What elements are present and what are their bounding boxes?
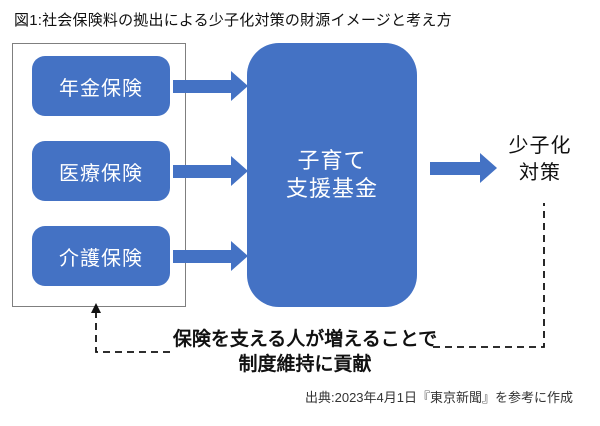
childcare-fund-box: 子育て 支援基金 [247,43,417,307]
feedback-note: 保険を支える人が増えることで 制度維持に貢献 [145,327,465,377]
outcome-label-line1: 少子化 [508,135,572,157]
outcome-label-line2: 対策 [519,162,561,184]
fund-label-line2: 支援基金 [285,176,378,201]
flow-arrow-medical-head [231,156,248,186]
flow-arrow-nursing-head [231,241,248,271]
feedback-dashed-right-path [433,203,545,348]
feedback-note-line1: 保険を支える人が増えることで [172,329,438,350]
flow-arrow-pension-head [231,71,248,101]
flow-arrow-outcome-head [480,153,497,183]
nursing-insurance-label: 介護保険 [59,247,143,270]
outcome-label: 少子化 対策 [498,133,582,187]
nursing-insurance-box: 介護保険 [32,226,170,286]
feedback-note-line2: 制度維持に貢献 [238,354,372,375]
flow-arrow-nursing-body [173,250,232,263]
figure-title: 図1:社会保険料の拠出による少子化対策の財源イメージと考え方 [14,12,452,29]
medical-insurance-box: 医療保険 [32,141,170,201]
flow-arrow-pension-body [173,80,232,93]
pension-insurance-box: 年金保険 [32,56,170,116]
pension-insurance-label: 年金保険 [59,77,143,100]
flow-arrow-outcome-body [430,162,480,175]
medical-insurance-label: 医療保険 [59,162,143,185]
flow-arrow-medical-body [173,165,232,178]
source-credit: 出典:2023年4月1日『東京新聞』を参考に作成 [305,390,573,405]
fund-label-line1: 子育て [297,148,367,173]
